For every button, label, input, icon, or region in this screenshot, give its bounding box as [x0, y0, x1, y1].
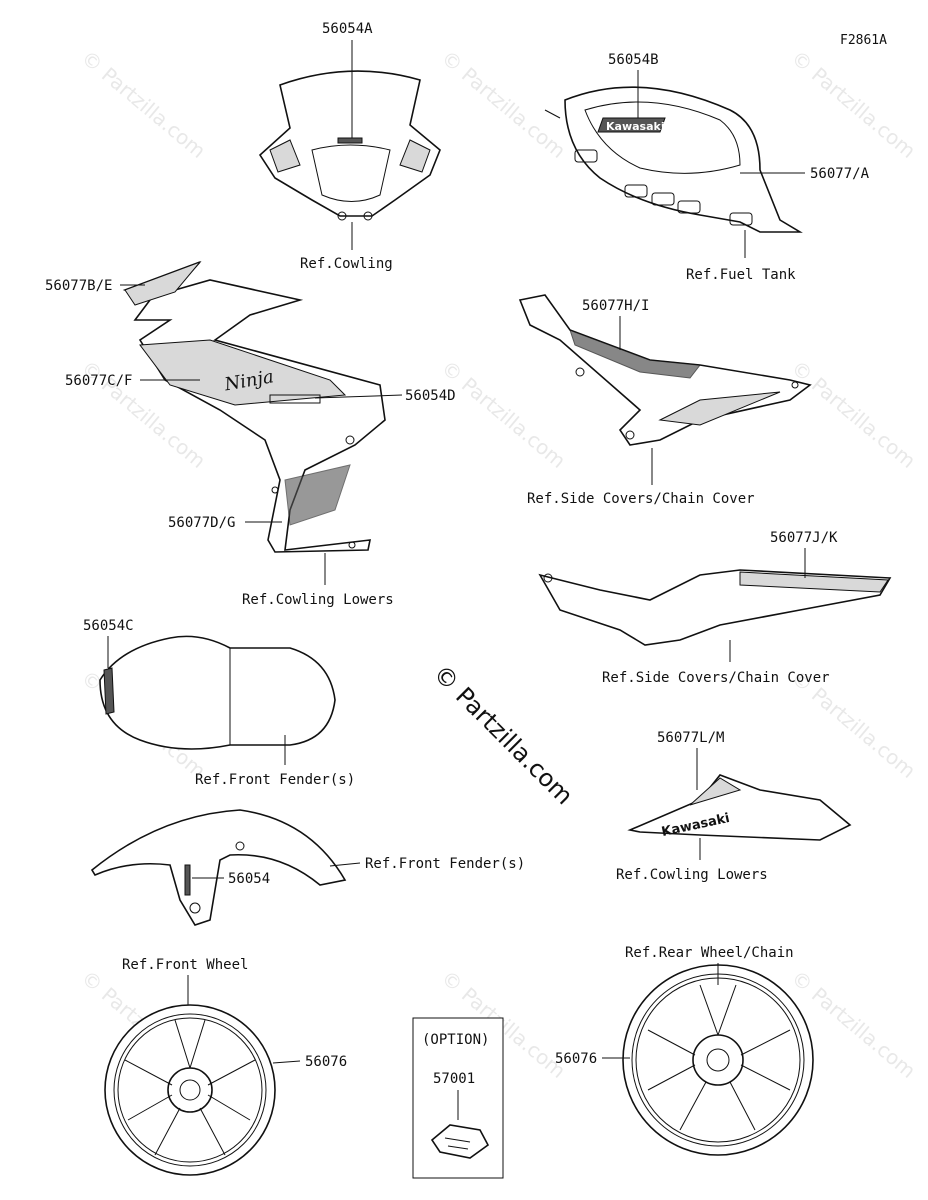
front-wheel-part[interactable] [104, 1004, 276, 1176]
label-56076-front: 56076 [305, 1054, 347, 1070]
watermark: © Partzilla.com [77, 45, 211, 163]
watermark: © Partzilla.com [437, 45, 571, 163]
label-56077HI: 56077H/I [582, 298, 649, 314]
label-57001: 57001 [433, 1071, 475, 1087]
fuel-tank-part[interactable]: Kawasaki [544, 86, 803, 233]
label-56054C: 56054C [83, 618, 134, 634]
front-fender-side-part[interactable] [90, 809, 347, 926]
label-ref-cowling: Ref.Cowling [300, 256, 393, 272]
watermark: © Partzilla.com [787, 45, 921, 163]
label-56054A: 56054A [322, 21, 373, 37]
side-cover-part[interactable] [518, 294, 812, 446]
label-ref-front-fender-1: Ref.Front Fender(s) [195, 772, 355, 788]
leader-ref-front-fender-2 [329, 862, 361, 867]
center-watermark: © Partzilla.com [428, 659, 579, 810]
label-ref-rear-wheel: Ref.Rear Wheel/Chain [625, 945, 794, 961]
label-ref-fuel-tank: Ref.Fuel Tank [686, 267, 796, 283]
watermark: © Partzilla.com [437, 355, 571, 473]
windscreen-part[interactable] [258, 70, 441, 221]
label-56077DG: 56077D/G [168, 515, 235, 531]
label-ref-front-fender-2: Ref.Front Fender(s) [365, 856, 525, 872]
label-56076-rear: 56076 [555, 1051, 597, 1067]
label-56054D: 56054D [405, 388, 456, 404]
label-56077BE: 56077B/E [45, 278, 112, 294]
watermarks: © Partzilla.com © Partzilla.com © Partzi… [77, 45, 921, 1083]
label-56077CF: 56077C/F [65, 373, 132, 389]
front-fender-top-part[interactable] [99, 635, 336, 750]
watermark: © Partzilla.com [787, 355, 921, 473]
label-ref-side-covers-1: Ref.Side Covers/Chain Cover [527, 491, 755, 507]
label-56054: 56054 [228, 871, 270, 887]
lower-cowling-part[interactable]: Kawasaki [627, 774, 852, 841]
tool-57001-part[interactable] [430, 1124, 490, 1159]
label-ref-front-wheel: Ref.Front Wheel [122, 957, 248, 973]
label-56077LM: 56077L/M [657, 730, 724, 746]
label-56077JK: 56077J/K [770, 530, 838, 546]
label-ref-cowling-lowers-2: Ref.Cowling Lowers [616, 867, 768, 883]
rear-wheel-part[interactable] [622, 964, 814, 1156]
label-ref-cowling-lowers-1: Ref.Cowling Lowers [242, 592, 394, 608]
fuel-tank-decal-kawasaki: Kawasaki [606, 120, 665, 133]
label-option: (OPTION) [422, 1032, 489, 1048]
leader-56076-front [272, 1060, 301, 1064]
figure-code: F2861A [840, 33, 887, 48]
label-56077A: 56077/A [810, 166, 870, 182]
label-ref-side-covers-2: Ref.Side Covers/Chain Cover [602, 670, 830, 686]
leader-56054D [314, 394, 403, 399]
side-cowling-part[interactable]: Ninja [122, 260, 386, 553]
label-56054B: 56054B [608, 52, 659, 68]
tail-cover-part[interactable] [538, 569, 892, 646]
